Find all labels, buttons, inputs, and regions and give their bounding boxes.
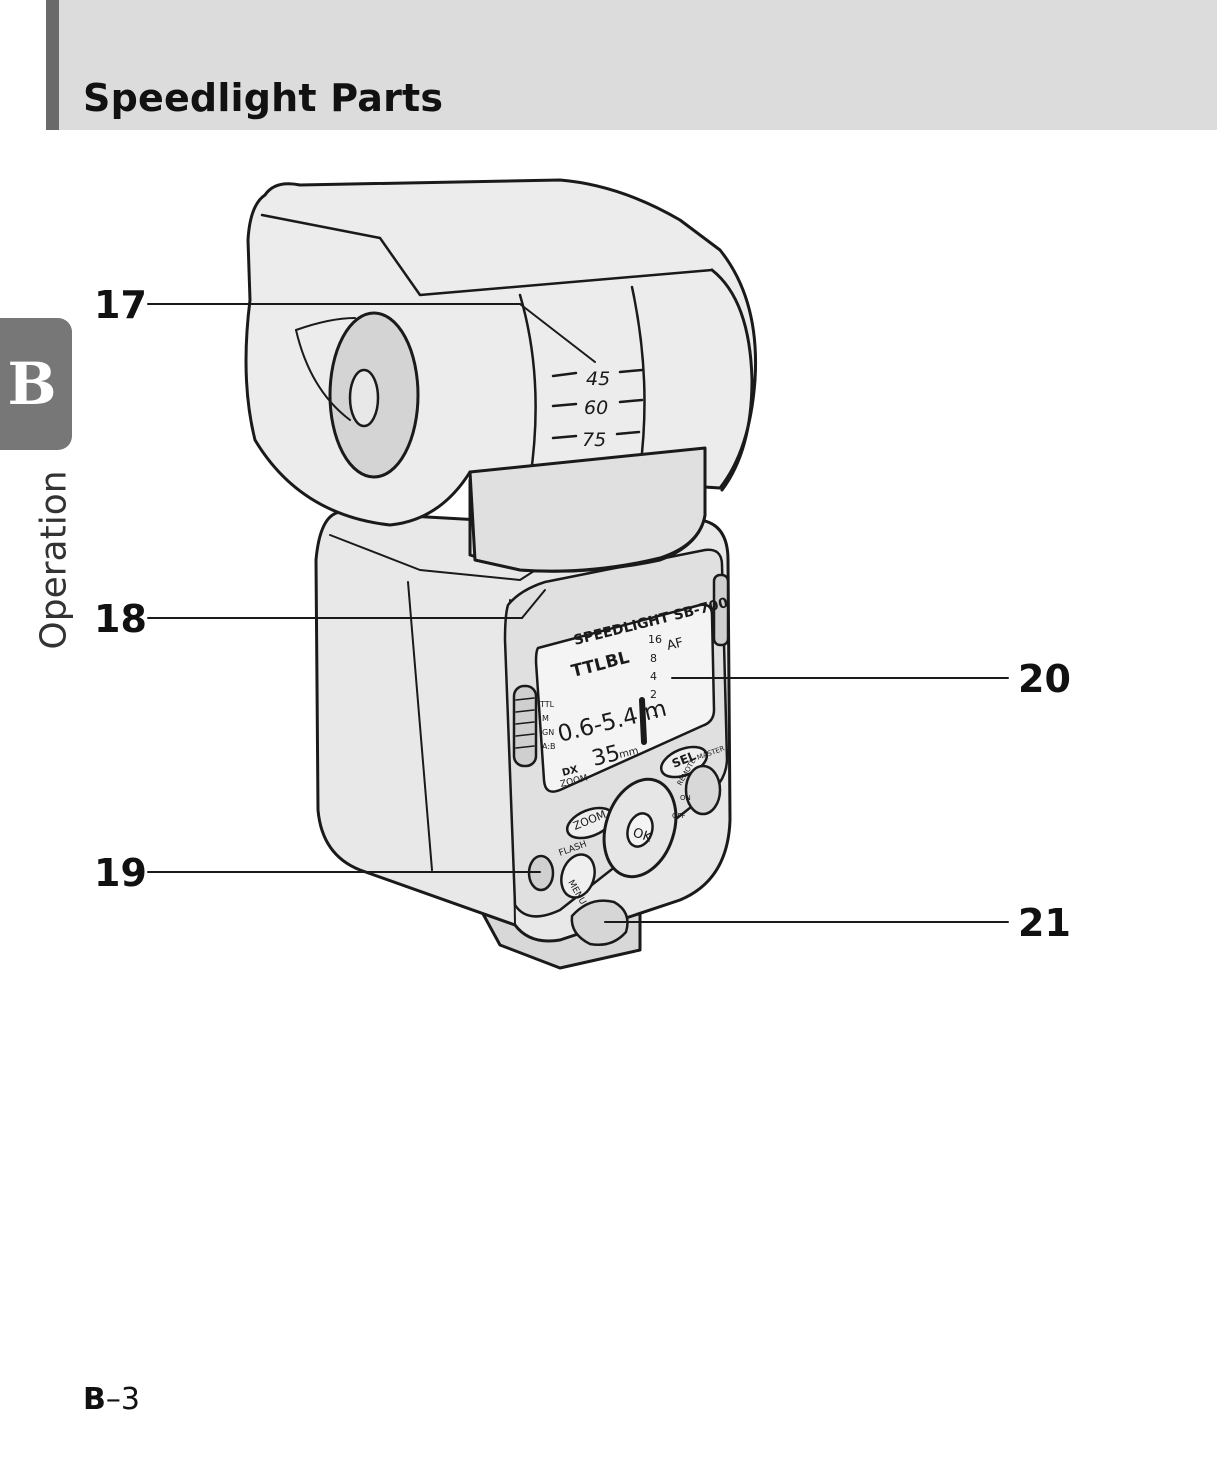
page-number-separator: – bbox=[105, 1382, 121, 1417]
bounce-dial-inner bbox=[348, 368, 380, 428]
lcd-bar bbox=[639, 697, 647, 745]
angle-label-75: 75 bbox=[582, 429, 606, 451]
angle-label-60: 60 bbox=[584, 397, 608, 419]
lcd-zoom-unit: mm bbox=[618, 746, 640, 761]
lcd-scale-4: 4 bbox=[650, 670, 657, 683]
diffuser-block bbox=[468, 446, 707, 573]
mode-switch-m: M bbox=[542, 714, 549, 723]
mode-switch-gn: GN bbox=[542, 728, 554, 737]
lcd-af: AF bbox=[665, 635, 685, 654]
page-number: B–3 bbox=[83, 1382, 140, 1417]
callout-18: 18 bbox=[94, 597, 147, 641]
angle-ticks bbox=[551, 368, 644, 440]
lcd-scale-8: 8 bbox=[650, 652, 657, 665]
callout-20: 20 bbox=[1018, 657, 1071, 701]
ok-button-label: OK bbox=[631, 826, 654, 846]
side-lever bbox=[712, 573, 730, 647]
callout-21: 21 bbox=[1018, 901, 1071, 945]
power-switch bbox=[684, 764, 722, 816]
header-band bbox=[46, 0, 1217, 130]
callout-17: 17 bbox=[94, 283, 147, 327]
power-switch-off: OFF bbox=[672, 812, 686, 820]
menu-button bbox=[560, 853, 596, 899]
head-band-left bbox=[518, 293, 537, 482]
lcd-scale-2: 2 bbox=[650, 688, 657, 701]
ok-button bbox=[626, 812, 654, 848]
head-band-right bbox=[630, 285, 646, 472]
leader-lines bbox=[147, 303, 1009, 923]
lcd-scale-16: 16 bbox=[648, 633, 662, 646]
head-top-face bbox=[260, 213, 714, 297]
power-switch-on: ON bbox=[680, 794, 691, 802]
angle-label-45: 45 bbox=[586, 368, 610, 390]
header-accent-bar bbox=[46, 0, 59, 130]
mode-switch-ttl: TTL bbox=[539, 700, 555, 709]
head-rim bbox=[710, 268, 754, 492]
page-number-value: 3 bbox=[120, 1382, 140, 1417]
lcd-scale-1: 1 bbox=[652, 706, 659, 719]
mode-switch-ab: A:B bbox=[542, 742, 556, 751]
lcd-dx: DX bbox=[561, 764, 579, 779]
body-side-edge bbox=[407, 581, 433, 871]
section-tab-letter: B bbox=[7, 350, 57, 418]
section-tab[interactable]: B bbox=[0, 318, 72, 450]
speedlight-illustration: 45 60 75 SPEEDLIGHT SB-700 TTL BL 0.6-5.… bbox=[147, 178, 1009, 970]
lcd-screen bbox=[534, 603, 716, 793]
callout-19: 19 bbox=[94, 851, 147, 895]
page-title: Speedlight Parts bbox=[83, 76, 444, 120]
lock-lever bbox=[570, 899, 629, 946]
page-number-section: B bbox=[83, 1382, 106, 1417]
